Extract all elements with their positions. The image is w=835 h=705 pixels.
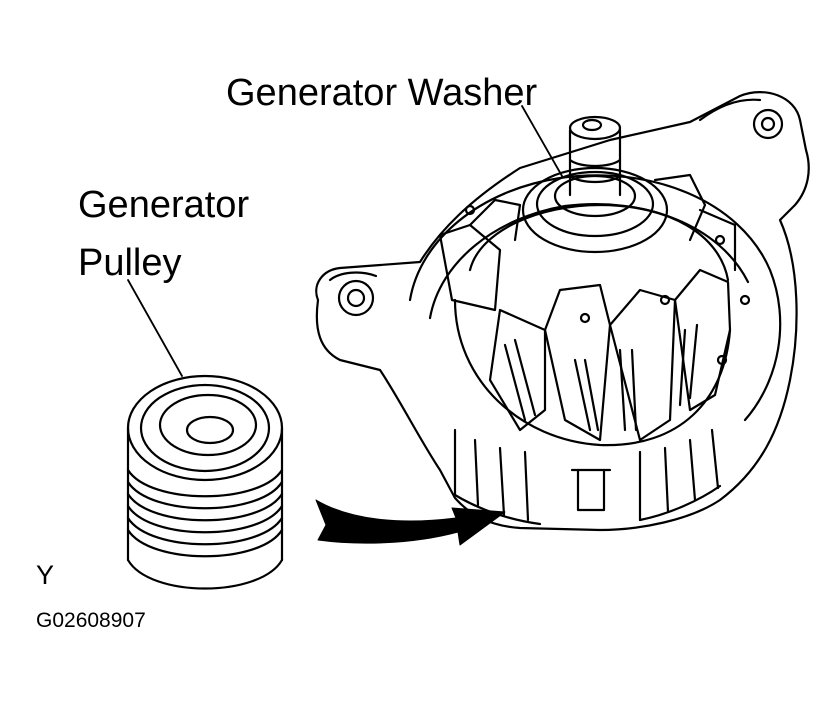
generator-housing [315,91,810,532]
generator-pulley-label-line2: Pulley [78,242,182,284]
installation-arrow [315,499,506,546]
pulley-leader-line [127,279,183,377]
figure-code-label: G02608907 [36,609,146,632]
leader-lines [127,105,563,377]
washer-leader-line [521,105,563,177]
view-letter-label: Y [36,560,55,590]
generator-pulley [126,374,284,590]
generator-pulley-label-line1: Generator [78,184,250,226]
generator-washer-label: Generator Washer [226,72,538,114]
rotor-shaft [521,115,669,254]
rotor-claw-poles [438,173,737,512]
